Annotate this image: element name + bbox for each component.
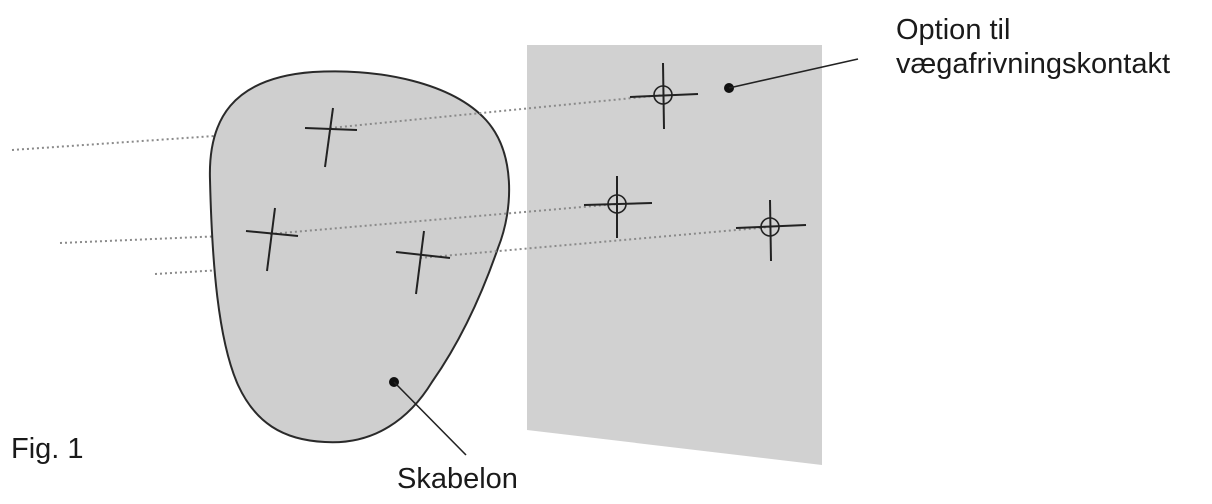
wall-marker-2 — [583, 176, 653, 238]
wall-marker-1 — [629, 62, 699, 130]
wall-switch-option-label: Option til vægafrivningskontakt — [896, 13, 1170, 81]
template-leader — [393, 381, 467, 456]
projection-line-bottom-front — [419, 226, 771, 259]
template-label: Skabelon — [397, 463, 518, 495]
wall-switch-option-label-line2: vægafrivningskontakt — [896, 48, 1171, 80]
projection-line-middle-front — [269, 203, 618, 235]
template-marker-3 — [395, 230, 451, 295]
wall-switch-option-label-line1: Option til — [896, 14, 1011, 46]
wall-option-leader — [728, 58, 859, 89]
template-marker-1 — [304, 107, 358, 168]
wall-panel — [527, 45, 822, 465]
template-marker-2 — [245, 207, 299, 272]
figure-caption: Fig. 1 — [11, 433, 84, 465]
projection-line-top-front — [329, 94, 664, 129]
wall-marker-3 — [735, 199, 807, 262]
template-shape — [208, 70, 511, 444]
